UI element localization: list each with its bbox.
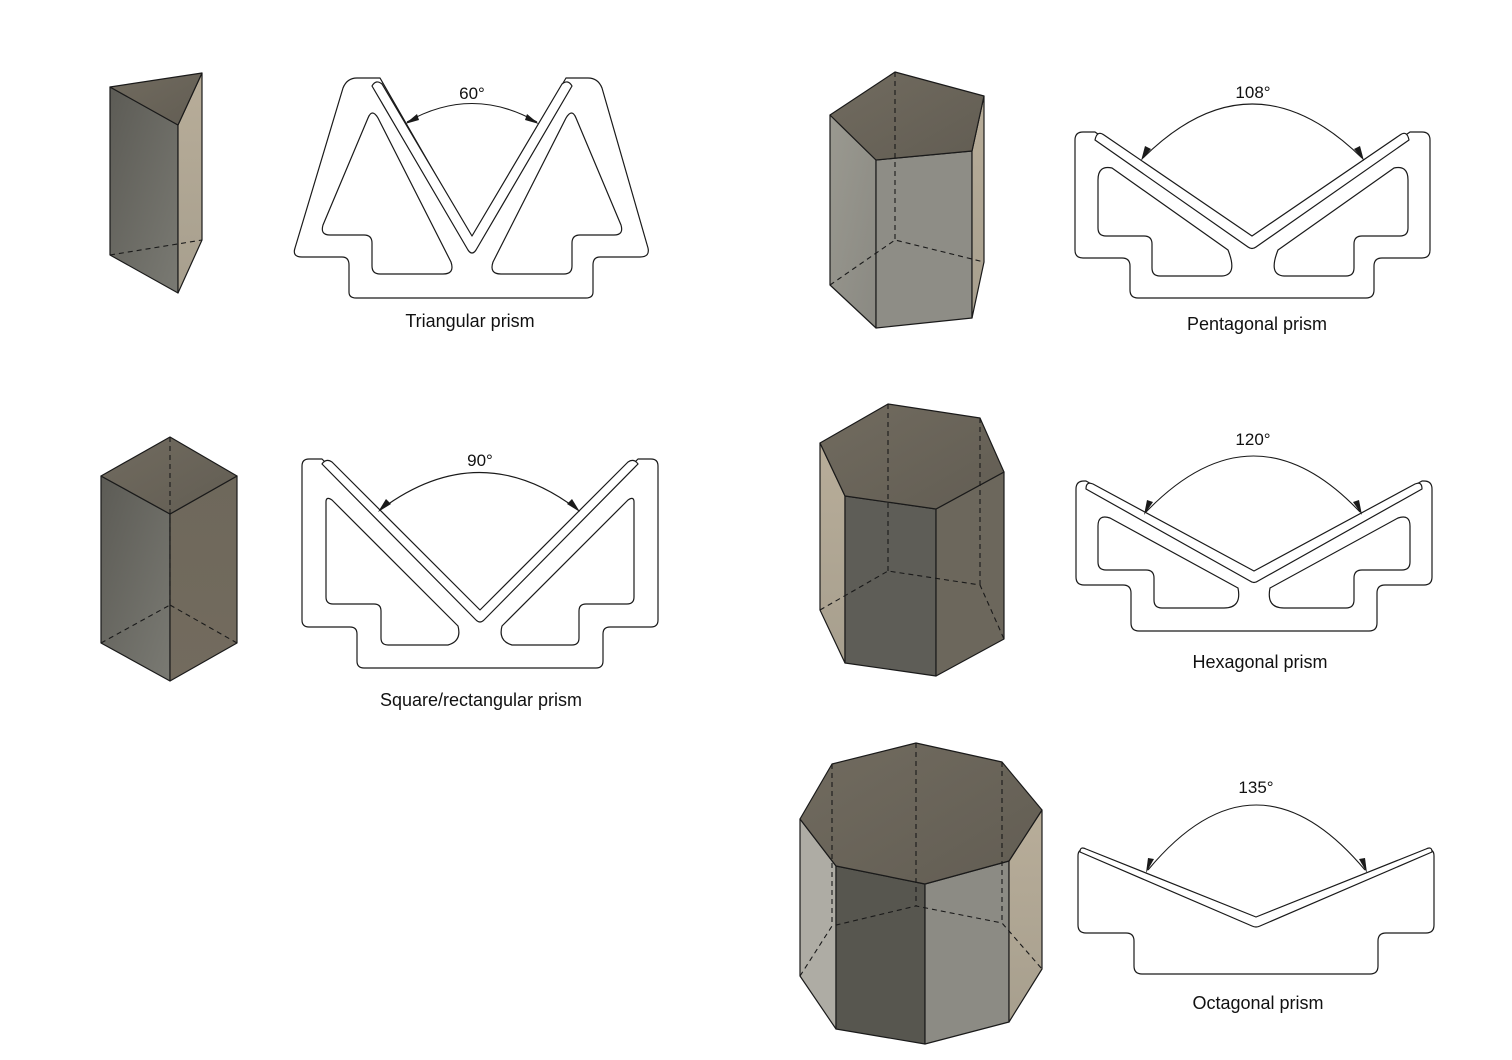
oct-hidden-bottom (799, 905, 1043, 977)
hex-hidden-bottom (819, 570, 1005, 640)
tri-caption: Triangular prism (405, 311, 534, 331)
hex-jig-cutout-right (1268, 516, 1411, 609)
hex-caption: Hexagonal prism (1192, 652, 1327, 672)
tri-jig-slot (371, 81, 573, 254)
square-jig: 90° (301, 451, 659, 669)
pent-front-face (875, 150, 973, 329)
sq-arrow-left (378, 499, 391, 512)
tri-jig-cutout-right (491, 112, 623, 275)
tri-arrow-right (525, 114, 539, 124)
pent-jig-cutout-right (1273, 166, 1409, 277)
sq-caption: Square/rectangular prism (380, 690, 582, 710)
oct-arrow-right (1359, 858, 1367, 873)
sq-jig-slot (321, 459, 639, 623)
pent-angle-label: 108° (1235, 83, 1270, 102)
hexagonal-prism-solid (819, 403, 1005, 677)
tri-arrow-left (405, 114, 419, 124)
tri-jig-cutout-left (321, 112, 453, 275)
oct-jig-slot (1079, 847, 1433, 928)
tri-angle-arc (406, 102, 538, 123)
pent-jig-cutout-left (1097, 166, 1233, 277)
octagonal-jig: 135° (1077, 778, 1435, 975)
pent-jig-slot (1094, 132, 1410, 250)
oct-face-2 (835, 865, 926, 1045)
oct-arrow-left (1146, 858, 1154, 873)
sq-hidden-left (100, 604, 171, 644)
pent-arrow-right (1354, 146, 1364, 161)
tri-hidden-edge (109, 239, 203, 256)
sq-arrow-right (567, 499, 580, 512)
pent-angle-arc (1142, 103, 1363, 159)
oct-angle-label: 135° (1238, 778, 1273, 797)
sq-jig-cutout-left (325, 497, 460, 646)
sq-angle-arc (379, 471, 579, 511)
pent-caption: Pentagonal prism (1187, 314, 1327, 334)
pent-top-face (829, 71, 985, 161)
pentagonal-jig: 108° (1074, 83, 1431, 299)
hex-angle-label: 120° (1235, 430, 1270, 449)
square-prism-group: 90° Square/rectangular prism (100, 436, 659, 710)
oct-face-3 (924, 860, 1010, 1045)
square-prism-solid (100, 436, 238, 682)
sq-jig-cutout-right (500, 497, 635, 646)
tri-top-face (109, 72, 203, 126)
pentagonal-prism-solid (829, 71, 985, 329)
hexagonal-prism-group: 120° Hexagonal prism (819, 403, 1433, 677)
hexagonal-jig: 120° (1075, 430, 1433, 632)
sq-hidden-right (169, 604, 238, 644)
pentagonal-prism-group: 108° Pentagonal prism (829, 71, 1431, 334)
sq-angle-label: 90° (467, 451, 493, 470)
oct-top-face (799, 742, 1043, 885)
hex-jig-slot (1085, 482, 1423, 584)
tri-angle-label: 60° (459, 84, 485, 103)
hex-arrow-left (1144, 500, 1153, 515)
triangular-jig: 60° (293, 77, 649, 299)
pent-arrow-left (1141, 146, 1151, 161)
hex-front-face (844, 495, 937, 677)
hex-angle-arc (1145, 455, 1361, 513)
hex-arrow-right (1353, 500, 1362, 515)
octagonal-prism-group: 135° Octagonal prism (799, 742, 1435, 1045)
octagonal-prism-solid (799, 742, 1043, 1045)
hex-jig-cutout-left (1097, 516, 1240, 609)
triangular-prism-group: 60° Triangular prism (109, 72, 649, 331)
triangular-prism-solid (109, 72, 203, 294)
oct-caption: Octagonal prism (1192, 993, 1323, 1013)
oct-angle-arc (1147, 804, 1366, 871)
